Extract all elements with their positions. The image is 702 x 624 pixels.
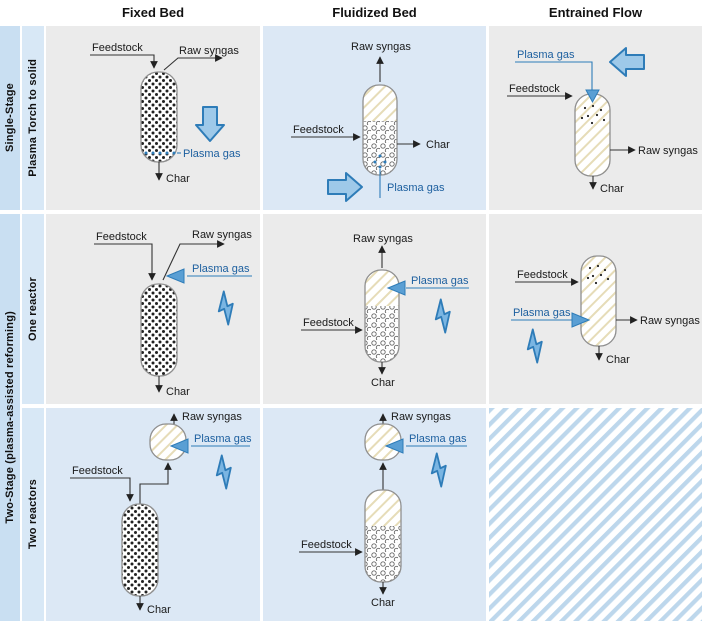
plasma-gas-label: Plasma gas	[517, 49, 575, 61]
char-label: Char	[600, 183, 624, 195]
column-header-fixed-bed: Fixed Bed	[121, 4, 185, 20]
plasma-bolt-icon	[424, 451, 454, 489]
char-label: Char	[166, 386, 190, 398]
fixed-bed-vessel	[140, 283, 178, 377]
cell-fixed-bed-two-reactors: Raw syngas Plasma gas Feedstock Char	[46, 408, 260, 621]
plasma-injection-dots	[144, 151, 181, 155]
feed-particles-dots	[580, 104, 606, 125]
fixed-bed-vessel	[140, 71, 178, 163]
raw-syngas-label: Raw syngas	[192, 229, 252, 241]
cell-fluidized-bed-single-stage: Raw syngas Feedstock Char Plasma gas	[263, 26, 486, 210]
char-label: Char	[426, 139, 450, 151]
plasma-gas-label: Plasma gas	[387, 182, 445, 194]
sidebar-one-reactor: One reactor	[22, 214, 44, 404]
char-label: Char	[606, 354, 630, 366]
fluidized-bed-vessel-fill	[365, 270, 399, 362]
raw-syngas-label: Raw syngas	[179, 45, 239, 57]
plasma-block-arrow-left-icon	[609, 47, 645, 77]
plasma-gas-label: Plasma gas	[194, 433, 252, 445]
cell-entrained-flow-two-reactors-na	[489, 408, 702, 621]
entrained-flow-vessel	[580, 255, 617, 347]
plasma-bolt-icon	[520, 327, 550, 365]
sidebar-two-reactors-label: Two reactors	[27, 479, 39, 550]
feedstock-label: Feedstock	[517, 269, 568, 281]
sidebar-one-reactor-label: One reactor	[27, 277, 39, 341]
cell-fixed-bed-one-reactor: Feedstock Raw syngas Plasma gas Char	[46, 214, 260, 404]
raw-syngas-label: Raw syngas	[182, 411, 242, 423]
cell-entrained-flow-one-reactor: Feedstock Plasma gas Raw syngas Char	[489, 214, 702, 404]
char-label: Char	[371, 377, 395, 389]
feedstock-label: Feedstock	[509, 83, 560, 95]
fixed-bed-vessel	[121, 503, 159, 597]
sidebar-plasma-torch-to-solid-label: Plasma Torch to solid	[27, 59, 39, 177]
plasma-gas-label: Plasma gas	[183, 148, 241, 160]
feedstock-label: Feedstock	[96, 231, 147, 243]
raw-syngas-arrow	[163, 54, 223, 71]
plasma-block-arrow-down-icon	[195, 106, 225, 142]
column-header-entrained-flow: Entrained Flow	[548, 4, 643, 20]
diagram-fluidized-bed-one-reactor: Raw syngas Plasma gas Feedstock Char	[301, 233, 469, 389]
na-hatch-area	[489, 408, 702, 621]
cell-fluidized-bed-two-reactors: Raw syngas Plasma gas Feedstock Char	[263, 408, 486, 621]
plasma-bolt-icon	[428, 297, 458, 335]
raw-syngas-label: Raw syngas	[391, 411, 451, 423]
fluidized-bed-vessel-fill	[363, 85, 397, 175]
cell-fixed-bed-single-stage: Feedstock Raw syngas Plasma gas Char	[46, 26, 260, 210]
feedstock-arrow	[94, 243, 156, 281]
raw-syngas-label: Raw syngas	[640, 315, 700, 327]
plasma-gas-label: Plasma gas	[192, 263, 250, 275]
feedstock-label: Feedstock	[293, 124, 344, 136]
raw-syngas-label: Raw syngas	[351, 41, 411, 53]
sidebar-single-stage-label: Single-Stage	[4, 83, 16, 153]
plasma-block-arrow-right-icon	[327, 172, 363, 202]
plasma-gas-label: Plasma gas	[513, 307, 571, 319]
diagram-entrained-flow-one-reactor: Feedstock Plasma gas Raw syngas Char	[511, 255, 700, 366]
gasifier-to-reformer-line	[139, 462, 172, 504]
cell-fluidized-bed-one-reactor: Raw syngas Plasma gas Feedstock Char	[263, 214, 486, 404]
plasma-torch-down-icon	[585, 89, 600, 104]
na-hatch-pattern	[489, 408, 702, 621]
char-label: Char	[371, 597, 395, 609]
sidebar-two-stage: Two-Stage (plasma-assisted reforming)	[0, 214, 20, 621]
sidebar-two-stage-label: Two-Stage (plasma-assisted reforming)	[4, 311, 16, 524]
diagram-fluidized-bed-single-stage: Raw syngas Feedstock Char Plasma gas	[291, 41, 450, 202]
sidebar-plasma-torch-to-solid: Plasma Torch to solid	[22, 26, 44, 210]
plasma-bolt-icon	[209, 453, 239, 491]
plasma-injection-dots	[373, 154, 387, 198]
plasma-feed-line	[515, 61, 593, 90]
char-label: Char	[147, 604, 171, 616]
sidebar-single-stage: Single-Stage	[0, 26, 20, 210]
cell-entrained-flow-single-stage: Plasma gas Feedstock Raw syngas Char	[489, 26, 702, 210]
feedstock-label: Feedstock	[72, 465, 123, 477]
diagram-fixed-bed-two-reactors: Raw syngas Plasma gas Feedstock Char	[70, 411, 252, 616]
char-label: Char	[166, 173, 190, 185]
sidebar-two-reactors: Two reactors	[22, 408, 44, 621]
raw-syngas-arrow	[162, 240, 225, 281]
feedstock-label: Feedstock	[301, 539, 352, 551]
feedstock-arrow	[70, 477, 134, 502]
feedstock-label: Feedstock	[92, 42, 143, 54]
column-header-fluidized-bed: Fluidized Bed	[332, 4, 417, 20]
feed-particles-dots	[586, 264, 610, 285]
diagram-fixed-bed-single-stage: Feedstock Raw syngas Plasma gas Char	[90, 42, 241, 185]
raw-syngas-label: Raw syngas	[353, 233, 413, 245]
feedstock-label: Feedstock	[303, 317, 354, 329]
fluidized-bed-vessel-fill	[365, 490, 401, 582]
diagram-entrained-flow-single-stage: Plasma gas Feedstock Raw syngas Char	[507, 47, 698, 195]
raw-syngas-label: Raw syngas	[638, 145, 698, 157]
diagram-fixed-bed-one-reactor: Feedstock Raw syngas Plasma gas Char	[94, 229, 252, 398]
plasma-bolt-icon	[211, 289, 241, 327]
diagram-fluidized-bed-two-reactors: Raw syngas Plasma gas Feedstock Char	[299, 411, 467, 609]
plasma-gas-label: Plasma gas	[409, 433, 467, 445]
feedstock-arrow	[90, 54, 158, 69]
plasma-torch-left-icon	[166, 268, 185, 284]
plasma-gas-label: Plasma gas	[411, 275, 469, 287]
